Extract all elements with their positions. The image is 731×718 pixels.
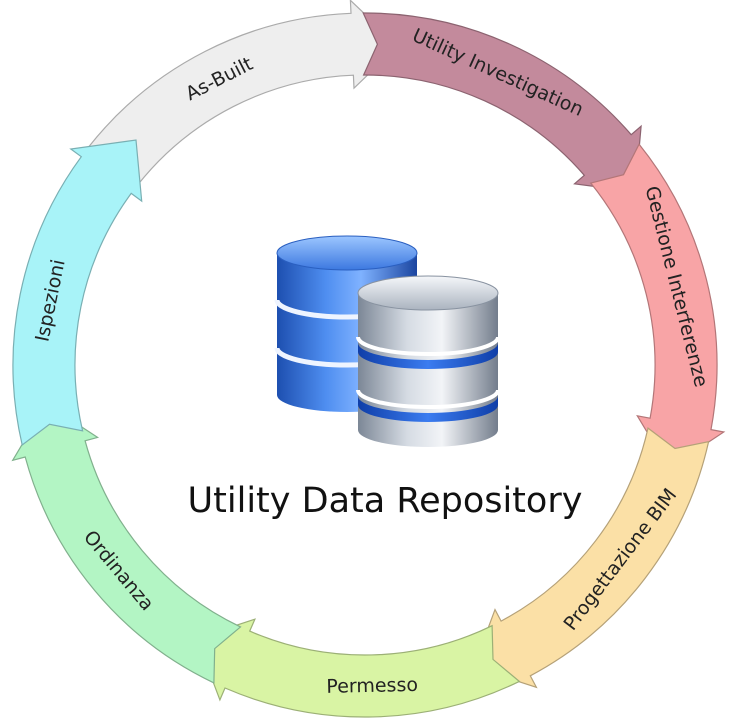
cycle-segment-as-built: As-Built bbox=[87, 0, 399, 187]
cycle-segment-ispezioni: Ispezioni bbox=[12, 139, 143, 447]
cycle-segment-utility-investigation: Utility Investigation bbox=[362, 12, 642, 193]
cycle-segment-ordinanza: Ordinanza bbox=[11, 402, 242, 684]
cycle-segment-permesso: Permesso bbox=[195, 618, 521, 718]
cycle-arrow-shape bbox=[195, 618, 521, 718]
cycle-arrow-shape bbox=[11, 402, 242, 684]
cycle-segment-gestione-interferenze: Gestione Interferenze bbox=[589, 143, 726, 470]
cycle-label-permesso: Permesso bbox=[326, 674, 418, 698]
database-icon bbox=[274, 235, 500, 447]
cycle-arrow-shape bbox=[12, 139, 143, 447]
cycle-arrow-shape bbox=[362, 12, 642, 193]
grey-database-cylinder bbox=[356, 275, 500, 447]
cycle-segment-progettazione-bim: Progettazione BIM bbox=[472, 427, 710, 689]
diagram-title: Utility Data Repository bbox=[188, 481, 583, 521]
cycle-arrow-shape bbox=[472, 427, 710, 689]
